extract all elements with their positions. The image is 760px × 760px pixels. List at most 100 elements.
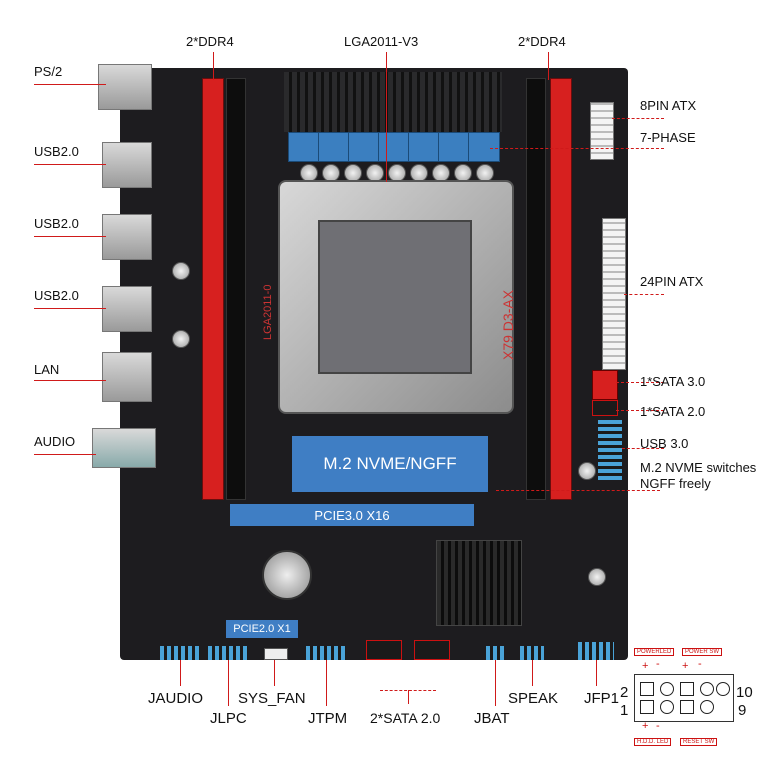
capacitor bbox=[588, 568, 606, 586]
label-socket: LGA2011-V3 bbox=[344, 34, 419, 49]
usb30-header bbox=[598, 420, 622, 480]
label-7-phase: 7-PHASE bbox=[640, 130, 696, 145]
plus-sign: + bbox=[642, 720, 649, 732]
capacitor bbox=[578, 462, 596, 480]
chipset-heatsink bbox=[436, 540, 522, 626]
dimm-slot-b1 bbox=[526, 78, 546, 500]
lan-port bbox=[102, 352, 152, 402]
sata30-connector bbox=[592, 370, 618, 400]
leader-line bbox=[495, 660, 496, 706]
pin bbox=[640, 682, 654, 696]
tag-reset-sw: RESET SW bbox=[680, 738, 718, 746]
leader-line bbox=[326, 660, 327, 706]
label-ps2: PS/2 bbox=[34, 64, 63, 79]
label-24pin-atx: 24PIN ATX bbox=[640, 274, 704, 289]
sys-fan-header bbox=[264, 648, 288, 660]
label-usb30: USB 3.0 bbox=[640, 436, 689, 451]
leader-line bbox=[548, 52, 549, 80]
pin-label-1: 1 bbox=[620, 702, 629, 719]
cmos-battery bbox=[262, 550, 312, 600]
leader-line bbox=[616, 382, 664, 383]
jlpc-header bbox=[208, 646, 248, 660]
label-audio: AUDIO bbox=[34, 434, 76, 449]
pin bbox=[680, 700, 694, 714]
label-speak: SPEAK bbox=[508, 690, 559, 707]
leader-line bbox=[616, 410, 664, 411]
label-sys-fan: SYS_FAN bbox=[238, 690, 306, 707]
label-jaudio: JAUDIO bbox=[148, 690, 204, 707]
leader-line bbox=[532, 660, 533, 686]
dimm-slot-a2 bbox=[226, 78, 246, 500]
silk-lga-text: LGA2011-0 bbox=[262, 284, 274, 340]
label-2x-sata20: 2*SATA 2.0 bbox=[370, 710, 441, 726]
usb-port-3 bbox=[102, 286, 152, 332]
minus-sign: - bbox=[698, 658, 702, 670]
tag-hdd-led: H.D.D. LED bbox=[634, 738, 672, 746]
pin-label-10: 10 bbox=[736, 684, 753, 701]
vrm-choke bbox=[408, 132, 440, 162]
speak-header bbox=[520, 646, 544, 660]
jfp1-header bbox=[578, 642, 614, 660]
pin bbox=[660, 682, 674, 696]
dimm-slot-b2 bbox=[550, 78, 572, 500]
leader-line bbox=[596, 660, 597, 686]
sata20-connector-bottom-2 bbox=[414, 640, 450, 660]
plus-sign: + bbox=[682, 660, 689, 672]
pin bbox=[700, 700, 714, 714]
jaudio-header bbox=[160, 646, 200, 660]
pin-label-2: 2 bbox=[620, 684, 629, 701]
plus-sign: + bbox=[642, 660, 649, 672]
leader-line bbox=[34, 164, 106, 165]
leader-line bbox=[34, 84, 106, 85]
pcie16-slot: PCIE3.0 X16 bbox=[230, 504, 474, 526]
vrm-choke bbox=[288, 132, 320, 162]
leader-line bbox=[180, 660, 181, 686]
audio-port bbox=[92, 428, 156, 468]
minus-sign: - bbox=[656, 720, 660, 732]
leader-line bbox=[274, 660, 275, 686]
label-jlpc: JLPC bbox=[210, 710, 247, 727]
leader-line bbox=[386, 52, 387, 182]
capacitor bbox=[172, 262, 190, 280]
vrm-choke bbox=[378, 132, 410, 162]
pcie1-slot: PCIE2.0 X1 bbox=[226, 620, 298, 638]
label-jfp1: JFP1 bbox=[584, 690, 620, 707]
label-sata20: 1*SATA 2.0 bbox=[640, 404, 706, 419]
tag-power-led: POWERLED bbox=[634, 648, 675, 656]
label-m2-note-1: M.2 NVME switches bbox=[640, 460, 757, 475]
leader-line bbox=[612, 118, 664, 119]
leader-line bbox=[34, 454, 96, 455]
vrm-heatsink bbox=[284, 72, 502, 132]
pin bbox=[660, 700, 674, 714]
vrm-choke bbox=[438, 132, 470, 162]
leader-line bbox=[34, 380, 106, 381]
label-jtpm: JTPM bbox=[308, 710, 348, 727]
label-ddr-right: 2*DDR4 bbox=[518, 34, 566, 49]
label-m2-note-2: NGFF freely bbox=[640, 476, 711, 491]
capacitor bbox=[172, 330, 190, 348]
usb-port-1 bbox=[102, 142, 152, 188]
pin bbox=[716, 682, 730, 696]
leader-line bbox=[213, 52, 214, 80]
label-usb1: USB2.0 bbox=[34, 144, 79, 159]
leader-line bbox=[228, 660, 229, 706]
cpu-socket-pad bbox=[318, 220, 472, 374]
pin bbox=[680, 682, 694, 696]
label-usb3: USB2.0 bbox=[34, 288, 79, 303]
dimm-slot-a1 bbox=[202, 78, 224, 500]
leader-line bbox=[496, 490, 660, 491]
jbat-header bbox=[486, 646, 504, 660]
sata20-connector-bottom-1 bbox=[366, 640, 402, 660]
sata20-connector-right bbox=[592, 400, 618, 416]
24pin-atx-connector bbox=[602, 218, 626, 370]
front-panel-diagram: POWERLED POWER SW + - + - 2 1 10 9 + - H… bbox=[620, 640, 758, 752]
label-sata30: 1*SATA 3.0 bbox=[640, 374, 706, 389]
label-usb2: USB2.0 bbox=[34, 216, 79, 231]
leader-line bbox=[490, 148, 664, 149]
vrm-choke bbox=[348, 132, 380, 162]
pin bbox=[640, 700, 654, 714]
label-lan: LAN bbox=[34, 362, 60, 377]
m2-slot: M.2 NVME/NGFF bbox=[292, 436, 488, 492]
vrm-choke bbox=[318, 132, 350, 162]
ps2-port bbox=[98, 64, 152, 110]
